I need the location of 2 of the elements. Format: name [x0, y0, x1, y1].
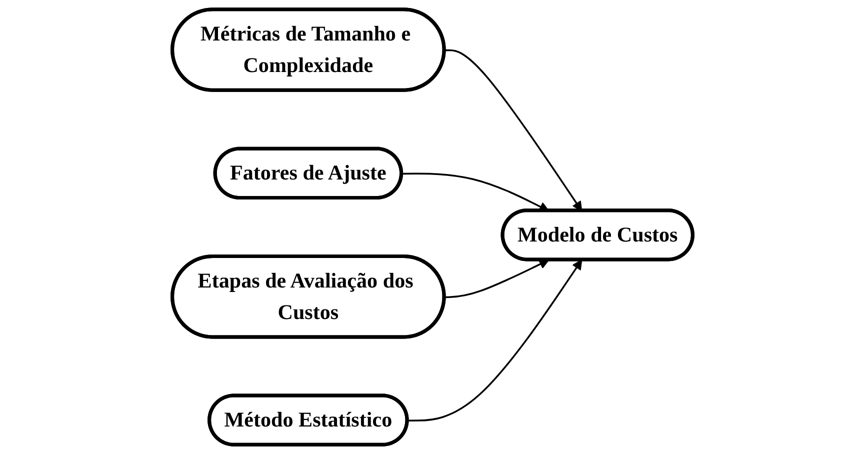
arrow	[408, 260, 582, 422]
arrow	[444, 259, 550, 298]
